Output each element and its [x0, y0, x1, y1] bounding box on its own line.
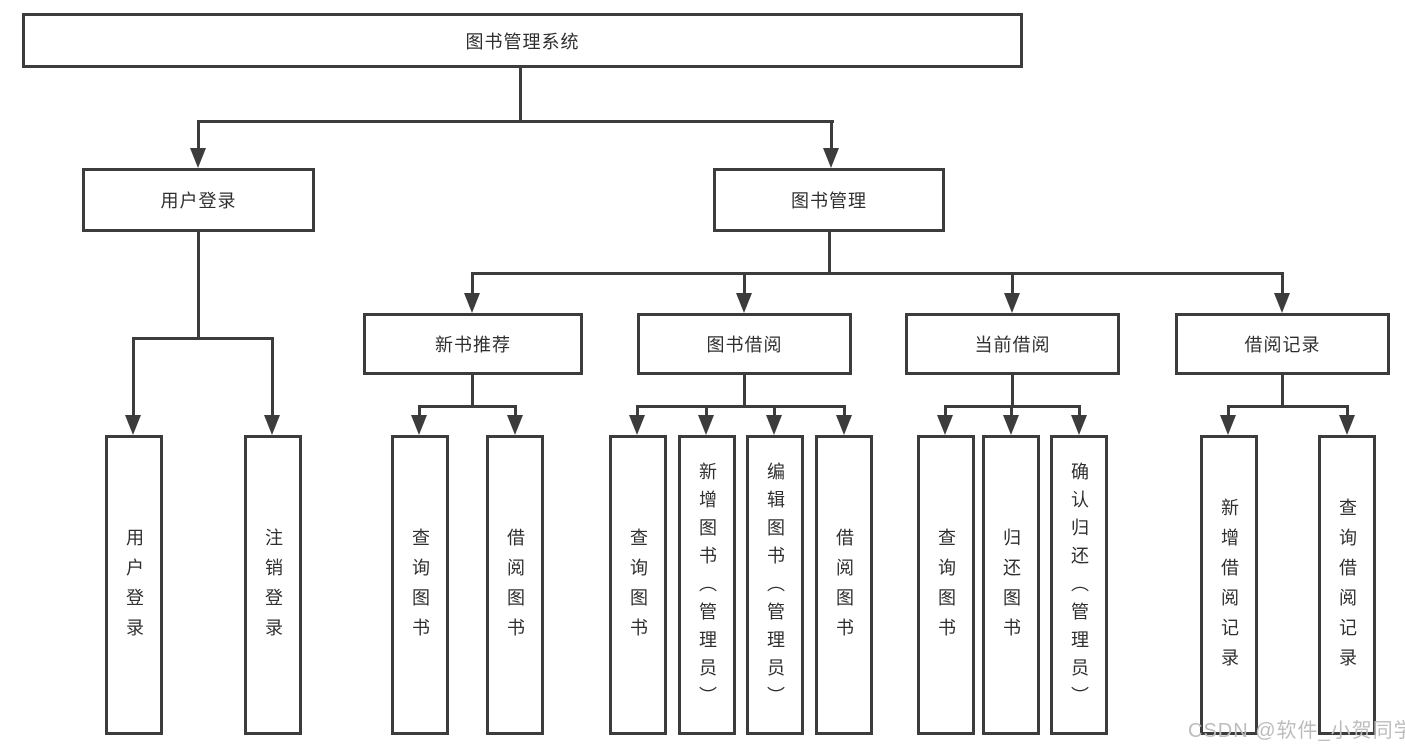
connector-line — [519, 68, 522, 120]
node-book-borrowing: 图书借阅 — [637, 313, 852, 375]
connector-line — [843, 405, 846, 418]
arrow-down-icon — [823, 148, 839, 168]
connector-line — [1227, 405, 1349, 408]
connector-line — [418, 405, 421, 418]
leaf-add-borrow-record: 新增借阅记录 — [1200, 435, 1258, 735]
connector-line — [1011, 272, 1014, 295]
node-new-book-recommendation: 新书推荐 — [363, 313, 583, 375]
leaf-borrow-books: 借阅图书 — [815, 435, 873, 735]
connector-line — [944, 405, 947, 418]
arrow-down-icon — [1071, 415, 1087, 435]
connector-line — [830, 120, 833, 152]
arrow-down-icon — [1004, 293, 1020, 313]
leaf-add-books-admin: 新增图书（管理员） — [678, 435, 736, 735]
leaf-user-login: 用户登录 — [105, 435, 163, 735]
connector-line — [705, 405, 708, 418]
arrow-down-icon — [629, 415, 645, 435]
connector-line — [1281, 375, 1284, 405]
node-user-login: 用户登录 — [82, 168, 315, 232]
arrow-down-icon — [698, 415, 714, 435]
arrow-down-icon — [937, 415, 953, 435]
csdn-watermark: CSDN @软件_小贺同学 — [1188, 720, 1405, 742]
leaf-logout: 注销登录 — [244, 435, 302, 735]
connector-line — [1281, 272, 1284, 295]
arrow-down-icon — [1274, 293, 1290, 313]
connector-line — [773, 405, 776, 418]
leaf-return-books: 归还图书 — [982, 435, 1040, 735]
connector-line — [197, 232, 200, 337]
leaf-rec-query-books: 查询图书 — [391, 435, 449, 735]
arrow-down-icon — [411, 415, 427, 435]
connector-line — [132, 337, 135, 417]
connector-line — [1227, 405, 1230, 418]
arrow-down-icon — [766, 415, 782, 435]
arrow-down-icon — [190, 148, 206, 168]
arrow-down-icon — [125, 415, 141, 435]
connector-line — [636, 405, 639, 418]
arrow-down-icon — [507, 415, 523, 435]
arrow-down-icon — [1003, 415, 1019, 435]
leaf-rec-borrow-books: 借阅图书 — [486, 435, 544, 735]
node-book-management: 图书管理 — [713, 168, 945, 232]
connector-line — [636, 405, 846, 408]
connector-line — [471, 375, 474, 405]
connector-line — [471, 272, 474, 295]
connector-line — [828, 232, 831, 272]
connector-line — [514, 405, 517, 418]
arrow-down-icon — [736, 293, 752, 313]
connector-line — [1346, 405, 1349, 418]
connector-line — [471, 272, 1284, 275]
leaf-query-borrow-record: 查询借阅记录 — [1318, 435, 1376, 735]
connector-line — [271, 337, 274, 417]
connector-line — [743, 272, 746, 295]
connector-line — [418, 405, 517, 408]
connector-line — [132, 337, 274, 340]
connector-line — [197, 120, 834, 123]
connector-line — [743, 375, 746, 405]
arrow-down-icon — [1220, 415, 1236, 435]
node-borrowing-records: 借阅记录 — [1175, 313, 1390, 375]
leaf-confirm-return-admin: 确认归还（管理员） — [1050, 435, 1108, 735]
leaf-edit-books-admin: 编辑图书（管理员） — [746, 435, 804, 735]
leaf-borrow-query-books: 查询图书 — [609, 435, 667, 735]
node-current-borrowing: 当前借阅 — [905, 313, 1120, 375]
node-library-management-system: 图书管理系统 — [22, 13, 1023, 68]
arrow-down-icon — [836, 415, 852, 435]
connector-line — [197, 120, 200, 152]
arrow-down-icon — [1339, 415, 1355, 435]
connector-line — [1078, 405, 1081, 418]
connector-line — [1010, 405, 1013, 418]
connector-line — [1011, 375, 1014, 405]
arrow-down-icon — [464, 293, 480, 313]
leaf-current-query-books: 查询图书 — [917, 435, 975, 735]
arrow-down-icon — [264, 415, 280, 435]
